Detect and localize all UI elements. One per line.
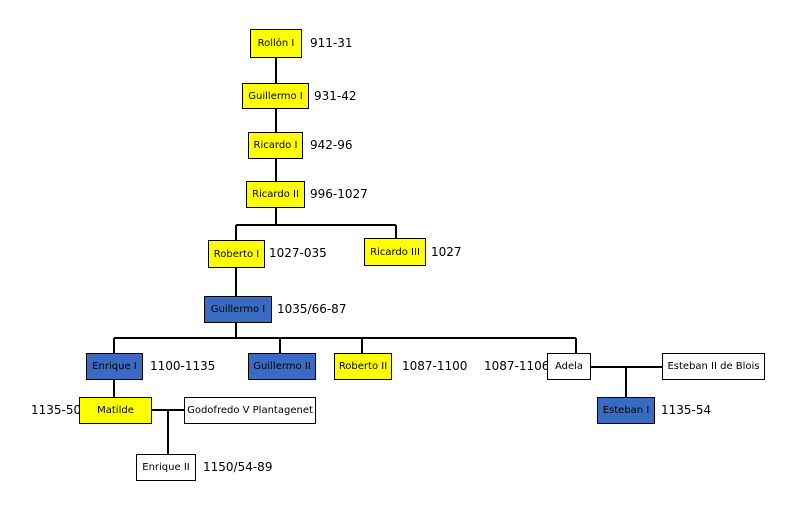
person-guillermo-i: Guillermo I <box>242 83 309 109</box>
reign-dates: 931-42 <box>314 89 357 103</box>
person-roberto-ii: Roberto II <box>334 353 392 380</box>
person-name: Roberto II <box>338 361 388 372</box>
reign-dates: 1150/54-89 <box>203 460 273 474</box>
person-name: Godofredo V Plantagenet <box>187 405 313 416</box>
person-name: Ricardo III <box>370 246 420 258</box>
person-adela: Adela <box>547 353 591 380</box>
reign-dates: 1087-1106 <box>484 359 550 373</box>
person-roberto-i: Roberto I <box>208 240 265 268</box>
person-ricardo-ii: Ricardo II <box>246 181 305 208</box>
person-esteban-i: Esteban I <box>597 397 655 424</box>
reign-dates: 1027-035 <box>269 246 327 260</box>
person-name: Ricardo I <box>253 140 298 151</box>
person-godofredo-v-plantagenet: Godofredo V Plantagenet <box>184 397 316 424</box>
person-ricardo-iii: Ricardo III <box>364 238 426 266</box>
person-enrique-ii: Enrique II <box>136 454 196 481</box>
person-esteban-ii-de-blois: Esteban II de Blois <box>662 353 765 380</box>
person-name: Guillermo II <box>253 361 311 372</box>
reign-dates: 1027 <box>431 245 462 259</box>
person-ricardo-i: Ricardo I <box>248 132 303 159</box>
person-name: Enrique II <box>142 462 190 473</box>
person-name: Esteban II de Blois <box>667 361 760 372</box>
person-name: Adela <box>554 361 584 372</box>
reign-dates: 1035/66-87 <box>277 302 347 316</box>
person-name: Enrique I <box>92 361 137 372</box>
person-name: Ricardo II <box>252 189 299 200</box>
person-name: Rollón I <box>257 38 295 49</box>
person-name: Guillermo I <box>210 304 266 315</box>
reign-dates: 1135-54 <box>661 403 712 417</box>
person-name: Roberto I <box>213 248 260 260</box>
person-guillermo-ii: Guillermo II <box>248 353 316 380</box>
person-name: Matilde <box>97 405 134 416</box>
person-name: Guillermo I <box>248 90 303 102</box>
reign-dates: 942-96 <box>310 138 353 152</box>
person-guillermo-i-conqueror: Guillermo I <box>204 296 272 323</box>
reign-dates: 911-31 <box>310 36 353 50</box>
person-name: Esteban I <box>602 405 650 416</box>
person-rollon-i: Rollón I <box>250 29 302 58</box>
person-matilde: Matilde <box>79 397 152 424</box>
reign-dates: 1100-1135 <box>150 359 216 373</box>
reign-dates: 1135-50 <box>31 403 82 417</box>
person-enrique-i: Enrique I <box>86 353 143 380</box>
reign-dates: 996-1027 <box>310 187 368 201</box>
reign-dates: 1087-1100 <box>402 359 468 373</box>
